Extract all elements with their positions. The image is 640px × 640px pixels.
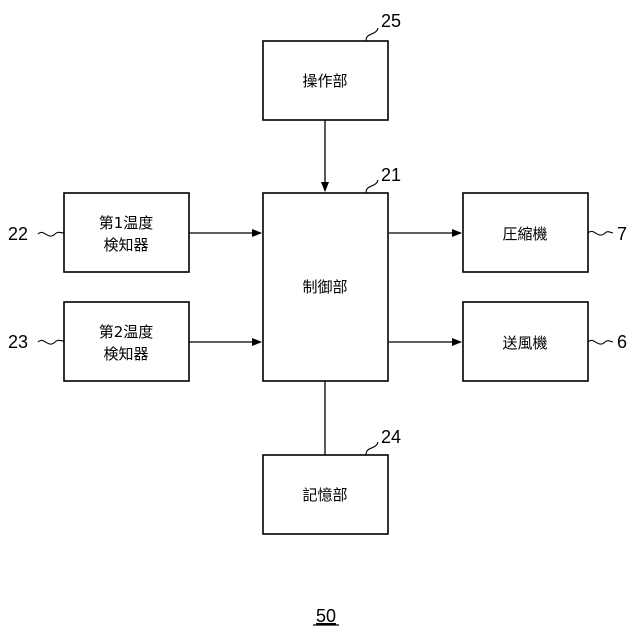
first-temp-detector-block: 第1温度 検知器 (64, 193, 189, 272)
control-unit-block: 制御部 (263, 193, 388, 381)
second-temp-detector-leader (38, 340, 64, 344)
storage-unit-block: 記憶部 (263, 455, 388, 534)
compressor-block: 圧縮機 (463, 193, 588, 272)
second-temp-detector-label-line2: 検知器 (103, 345, 148, 363)
compressor-label: 圧縮機 (502, 225, 547, 243)
figure-number: 50 (316, 606, 336, 626)
blower-label: 送風機 (502, 334, 547, 352)
operation-unit-ref: 25 (381, 11, 401, 31)
first-temp-detector-ref: 22 (8, 224, 28, 244)
storage-unit-label: 記憶部 (302, 486, 347, 504)
control-unit-label: 制御部 (302, 278, 347, 296)
second-temp-detector-block: 第2温度 検知器 (64, 302, 189, 381)
compressor-leader (588, 231, 613, 235)
control-unit-ref: 21 (381, 165, 401, 185)
blower-ref: 6 (617, 332, 627, 352)
blower-block: 送風機 (463, 302, 588, 381)
second-temp-detector-ref: 23 (8, 332, 28, 352)
storage-unit-leader (366, 442, 378, 455)
first-temp-detector-label-line2: 検知器 (103, 236, 148, 254)
control-unit-leader (366, 180, 378, 193)
first-temp-detector-leader (38, 232, 64, 236)
compressor-ref: 7 (617, 224, 627, 244)
first-temp-detector-label-line1: 第1温度 (99, 214, 154, 232)
operation-unit-label: 操作部 (302, 72, 347, 90)
operation-unit-block: 操作部 (263, 41, 388, 120)
operation-unit-leader (366, 28, 378, 41)
storage-unit-ref: 24 (381, 427, 401, 447)
second-temp-detector-label-line1: 第2温度 (99, 323, 154, 341)
blower-leader (588, 340, 613, 344)
